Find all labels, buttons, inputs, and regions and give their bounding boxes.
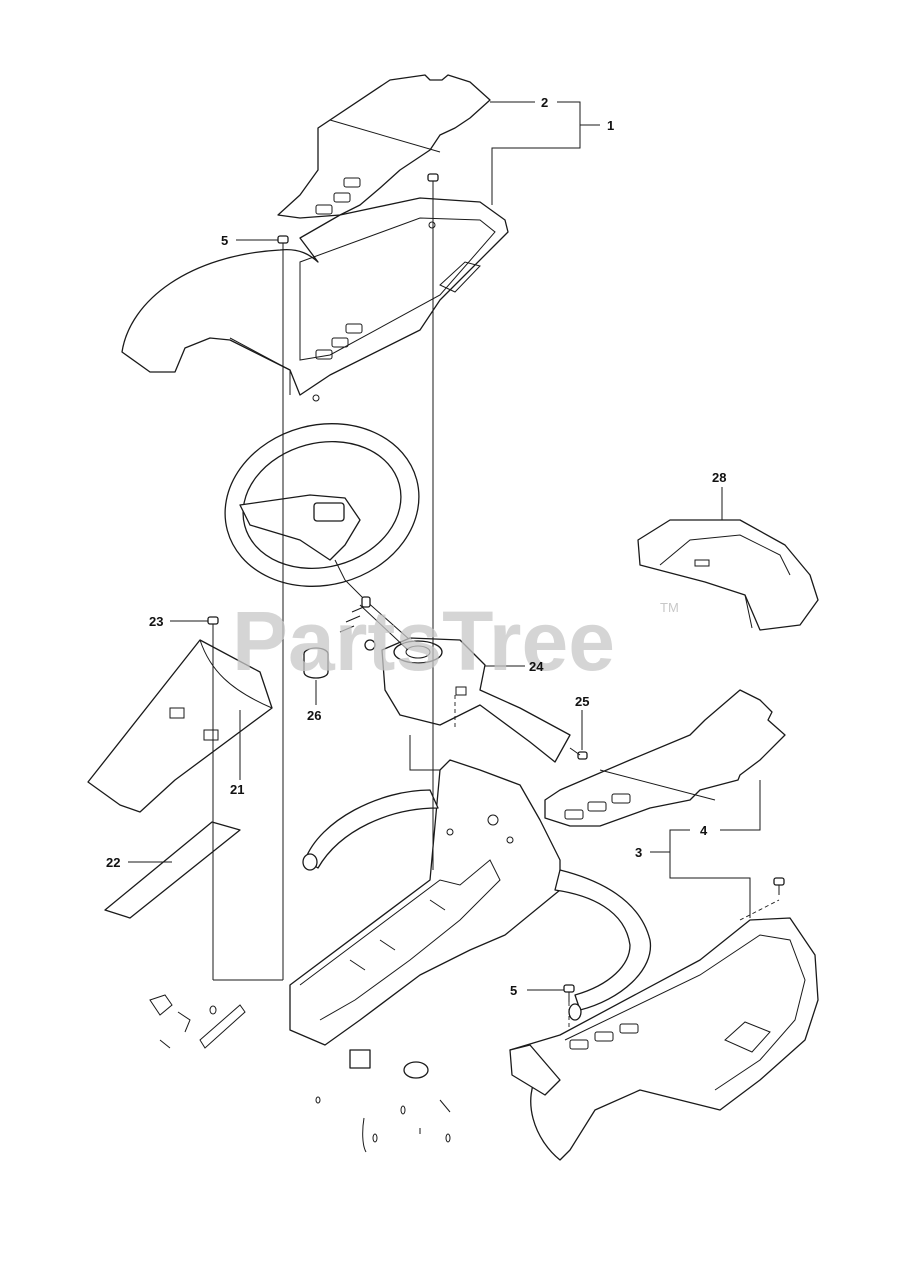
watermark-text: PartsTree <box>232 594 615 688</box>
floor-mat-bottom[interactable] <box>544 689 786 827</box>
callout-2[interactable]: 2 <box>541 95 548 110</box>
screw-25[interactable] <box>569 747 588 760</box>
callout-labels: 2 1 5 28 23 24 25 26 21 4 3 22 5 <box>106 95 726 998</box>
steering-column-cover[interactable] <box>364 637 571 763</box>
watermark: PartsTree TM <box>232 594 679 688</box>
callout-4[interactable]: 4 <box>700 823 708 838</box>
floor-mat-top[interactable] <box>277 74 491 219</box>
screw-rear-right[interactable] <box>773 877 785 895</box>
steering-wheel[interactable] <box>207 402 438 641</box>
cap-part[interactable] <box>303 647 329 679</box>
screw-rear-5[interactable] <box>563 984 575 1002</box>
callout-25[interactable]: 25 <box>575 694 589 709</box>
steering-hardware[interactable] <box>339 596 371 633</box>
callout-28[interactable]: 28 <box>712 470 726 485</box>
assembly-lines <box>212 190 780 1030</box>
strip-22[interactable] <box>104 821 241 919</box>
loose-hardware <box>149 994 451 1153</box>
screw-23[interactable] <box>207 616 219 634</box>
callout-5-top[interactable]: 5 <box>221 233 228 248</box>
leader-lines <box>128 101 761 991</box>
callout-24[interactable]: 24 <box>529 659 544 674</box>
fender-top[interactable] <box>121 197 509 402</box>
chassis-frame[interactable] <box>289 759 652 1079</box>
watermark-trademark: TM <box>660 600 679 615</box>
callout-21[interactable]: 21 <box>230 782 244 797</box>
callout-22[interactable]: 22 <box>106 855 120 870</box>
rear-cover[interactable] <box>637 519 819 631</box>
callout-26[interactable]: 26 <box>307 708 321 723</box>
fender-rear[interactable] <box>509 917 819 1161</box>
callout-3[interactable]: 3 <box>635 845 642 860</box>
callout-23[interactable]: 23 <box>149 614 163 629</box>
side-panel[interactable] <box>87 639 273 813</box>
callout-1[interactable]: 1 <box>607 118 614 133</box>
callout-5-bottom[interactable]: 5 <box>510 983 517 998</box>
screw-top-right[interactable] <box>427 173 439 190</box>
